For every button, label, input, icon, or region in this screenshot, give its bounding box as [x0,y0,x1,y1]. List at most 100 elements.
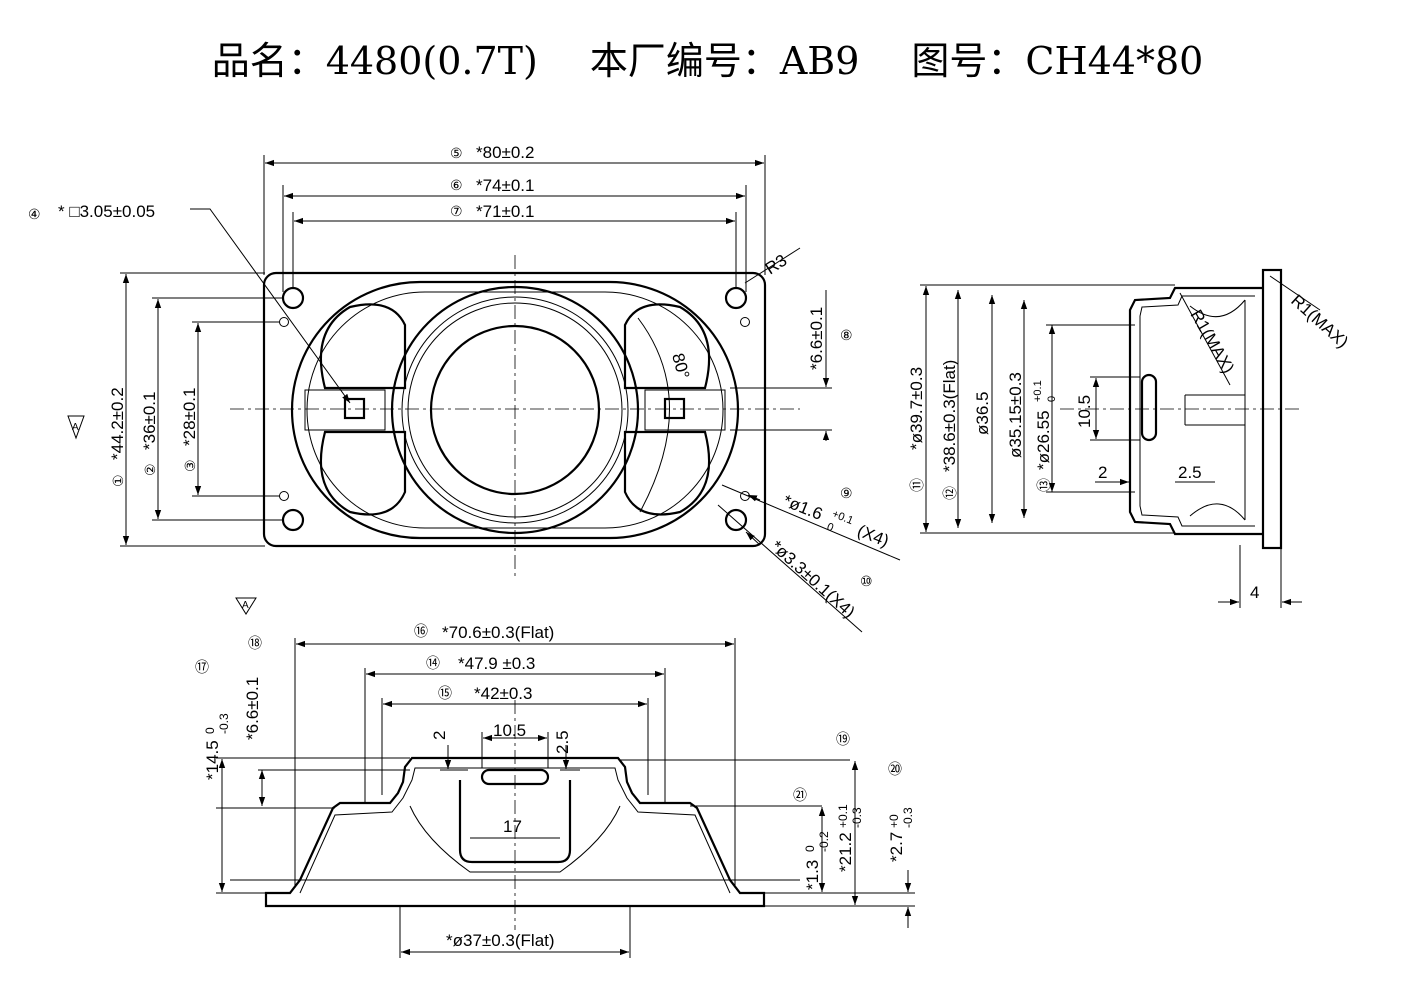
terminal-pad [644,389,726,431]
vent-window [623,430,711,516]
factory-code: 本厂编号：AB9 [589,39,860,83]
drawing-title: 品名：4480(0.7T) 本厂编号：AB9 图号：CH44*80 [0,30,1415,85]
dim-39-7: *ø39.7±0.3 [907,367,926,450]
callout-9: ⑨ [840,485,853,501]
callout-16: ⑯ [414,623,428,639]
mounting-hole [281,508,305,532]
dim-17: 17 [503,817,522,836]
angle-80: 80° [668,351,693,381]
side-view: *ø39.7±0.3 ⑪ *38.6±0.3(Flat) ⑫ ø36.5 ø35… [907,268,1352,608]
dim-36-5: ø36.5 [973,392,992,435]
dim-4: 4 [1250,583,1259,602]
callout-11: ⑪ [909,478,925,492]
dim-6-6-bottom: *6.6±0.1 [243,677,262,740]
dim-14-5-tol: 0 [203,727,217,734]
dim-35-15: ø35.15±0.3 [1006,372,1025,458]
drawing-number: 图号：CH44*80 [911,39,1204,83]
radius-r3: R3 [762,251,791,279]
callout-20: ⑳ [888,761,902,777]
square-terminal [663,397,686,420]
callout-10: ⑩ [860,573,873,589]
dim-2-7-tol-low: -0.3 [901,807,915,828]
dim-14-5: *14.5 [203,740,222,780]
dim-slot-10-5-bottom: 10.5 [493,721,526,740]
callout-21: ㉑ [793,787,807,803]
dim-hole-3-3: *ø3.3±0.1(X4) [767,537,858,622]
terminal-slot [1140,373,1158,442]
dim-38-6: *38.6±0.3(Flat) [940,360,959,472]
product-name: 品名：4480(0.7T) [211,39,538,83]
dim-21-2-tol-low: -0.3 [850,807,864,828]
dim-70-6: *70.6±0.3(Flat) [442,623,554,642]
dim-hole-qty: (X4) [855,521,892,551]
dim-28: *28±0.1 [180,388,199,447]
view-marker [67,415,85,440]
callout-14: ⑭ [426,655,440,671]
view-marker [235,597,257,615]
callout-17: ⑰ [195,659,209,675]
mounting-hole [724,286,748,310]
dim-21-2-tol: +0.1 [836,804,850,828]
mounting-hole [281,286,305,310]
dim-square: * □3.05±0.05 [58,202,155,221]
dim-1-3-tol-low: -0.2 [817,831,831,852]
dim-2-5-bottom: 2.5 [553,730,572,754]
callout-15: ⑮ [438,685,452,701]
dim-47-9: *47.9 ±0.3 [458,654,535,673]
dim-26-55-tol: +0.1 [1032,380,1044,402]
small-hole [279,317,289,327]
basket-inner [306,291,724,529]
dim-1-3: *1.3 [803,860,822,890]
dim-26-55-tol-low: 0 [1046,396,1058,402]
dim-6-6: *6.6±0.1 [807,307,826,370]
radius-r1-inner: R1(MAX) [1187,307,1238,377]
dim-37: *ø37±0.3(Flat) [446,931,555,950]
dim-74: *74±0.1 [476,176,535,195]
view-mark-a: A [72,422,79,433]
dim-14-5-tol-low: -0.3 [217,713,231,734]
speaker-profile [264,756,766,908]
dim-2-bottom: 2 [430,731,449,740]
callout-8: ⑧ [840,327,853,343]
callout-7: ⑦ [450,203,463,219]
small-hole [279,491,289,501]
vent-window [623,303,711,390]
small-hole [740,317,750,327]
dim-80: *80±0.2 [476,143,535,162]
callout-13: ⑬ [1036,478,1052,492]
callout-4: ④ [28,206,41,222]
dim-2-7: *2.7 [887,832,906,862]
view-mark-a-bottom: A [242,600,249,611]
terminal-pad [304,389,386,431]
mounting-hole [724,508,748,532]
callout-12: ⑫ [942,486,958,500]
dim-1-3-tol: 0 [803,845,817,852]
radius-r1-outer: R1(MAX) [1287,291,1352,352]
callout-5: ⑤ [450,145,463,161]
angle-arc [637,317,670,513]
dim-21-2: *21.2 [836,832,855,872]
dim-2: 2 [1098,463,1107,482]
vent-window [319,430,407,516]
callout-6: ⑥ [450,177,463,193]
dim-2-5: 2.5 [1178,463,1202,482]
dim-36: *36±0.1 [140,392,159,451]
dim-hole-1-6-tol-low: 0 [825,521,835,534]
basket-inner-profile [1139,295,1255,527]
vent-window [319,303,407,390]
dim-26-55: *ø26.55 [1034,410,1053,470]
basket-profile [1128,286,1263,536]
front-view: ⑤ *80±0.2 ⑥ *74±0.1 ⑦ *71±0.1 ④ * □3.05±… [28,143,901,633]
dim-42: *42±0.3 [474,684,533,703]
frame-outline [262,271,767,548]
bottom-view: A ⑯ *70.6±0.3(Flat) ⑭ *47.9 ±0.3 ⑮ *42±0… [195,597,915,958]
callout-18: ⑱ [248,635,262,651]
callout-1: ① [110,474,126,487]
dim-44-2: *44.2±0.2 [108,387,127,460]
dim-71: *71±0.1 [476,202,535,221]
callout-2: ② [142,463,158,476]
callout-3: ③ [182,459,198,472]
square-terminal [343,397,366,420]
dim-slot-10-5: 10.5 [1075,395,1094,428]
